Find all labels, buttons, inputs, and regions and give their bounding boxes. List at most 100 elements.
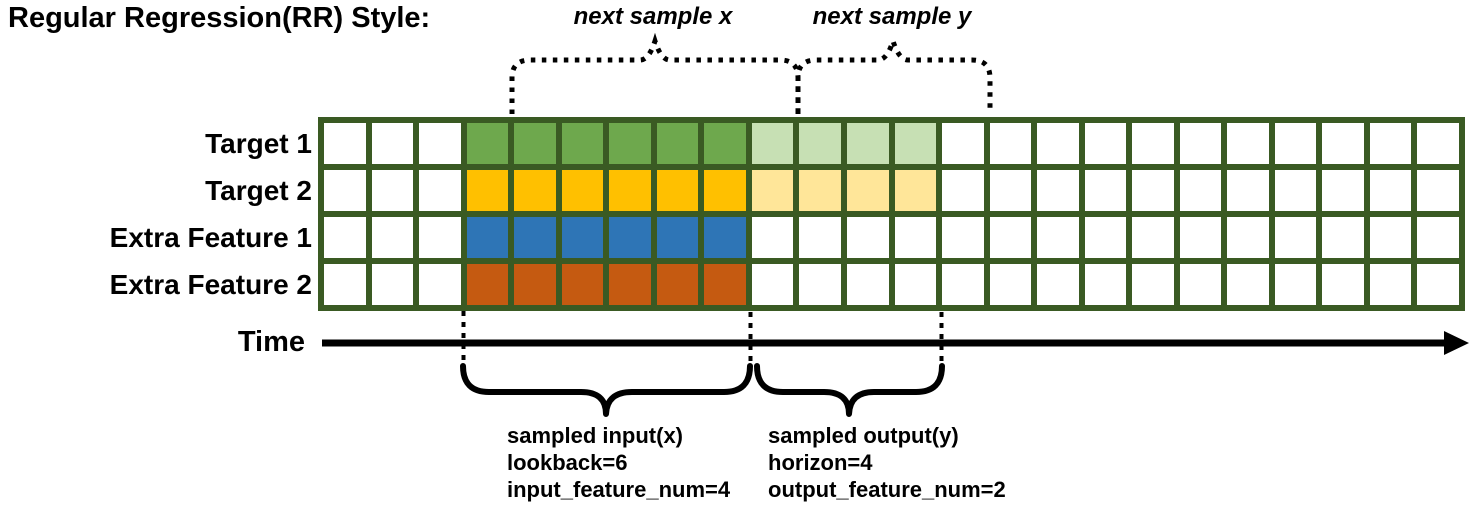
grid-cell	[561, 170, 604, 211]
grid-cell	[609, 123, 651, 164]
grid-cell	[609, 217, 651, 258]
sampled-input-brace	[460, 363, 753, 417]
grid-cell	[942, 217, 984, 258]
grid-cell	[751, 217, 794, 258]
sampled-input-text: sampled input(x) lookback=6 input_featur…	[507, 422, 730, 503]
grid-cell	[1322, 123, 1364, 164]
grid-cell	[514, 170, 556, 211]
grid-cell	[704, 170, 746, 211]
grid-cell	[704, 123, 746, 164]
grid-cell	[1132, 170, 1174, 211]
grid-cell	[1274, 123, 1317, 164]
grid-cell	[799, 264, 841, 305]
grid-cell	[751, 170, 794, 211]
grid-cell	[419, 170, 461, 211]
sampled-output-text: sampled output(y) horizon=4 output_featu…	[768, 422, 1006, 503]
grid-cell	[371, 264, 414, 305]
grid-cell	[894, 170, 937, 211]
grid-cell	[846, 170, 889, 211]
input-feature-num-value: input_feature_num=4	[507, 477, 731, 502]
next-sample-y-brace	[795, 32, 993, 114]
grid-cell	[561, 264, 604, 305]
grid-cell	[324, 170, 366, 211]
grid-cell	[1179, 123, 1222, 164]
grid-cell	[1227, 123, 1269, 164]
grid-cell	[1179, 217, 1222, 258]
diagram-title: Regular Regression(RR) Style:	[8, 2, 431, 34]
grid-cell	[1417, 123, 1459, 164]
next-sample-y-label: next sample y	[812, 3, 972, 30]
row-label-target-2: Target 2	[205, 174, 312, 206]
grid-cell	[466, 264, 509, 305]
grid-cell	[1037, 264, 1079, 305]
grid-cell	[1322, 217, 1364, 258]
grid-cell	[514, 217, 556, 258]
grid-cell	[1132, 264, 1174, 305]
grid-cell	[1037, 217, 1079, 258]
grid-cell	[942, 264, 984, 305]
grid-cell	[894, 217, 937, 258]
grid-cell	[371, 123, 414, 164]
grid-cell	[1132, 123, 1174, 164]
grid-cell	[656, 170, 699, 211]
grid-cell	[466, 170, 509, 211]
grid-cell	[1084, 170, 1127, 211]
grid-cell	[1369, 123, 1412, 164]
grid-cell	[1274, 170, 1317, 211]
grid-cell	[419, 217, 461, 258]
row-label-target-1: Target 1	[205, 127, 312, 159]
grid-cell	[1132, 217, 1174, 258]
grid-cell	[514, 264, 556, 305]
grid-cell	[894, 264, 937, 305]
grid-cell	[324, 123, 366, 164]
grid-cell	[466, 123, 509, 164]
grid-cell	[846, 264, 889, 305]
grid-cell	[799, 170, 841, 211]
grid-cell	[1227, 217, 1269, 258]
horizon-value: horizon=4	[768, 450, 873, 475]
next-sample-x-brace	[509, 32, 801, 114]
grid-cell	[1179, 170, 1222, 211]
grid-cell	[846, 123, 889, 164]
row-label-extra-feature-1: Extra Feature 1	[109, 221, 312, 253]
grid-cell	[751, 123, 794, 164]
grid-cell	[894, 123, 937, 164]
grid-cell	[1227, 170, 1269, 211]
grid-cell	[704, 217, 746, 258]
row-label-extra-feature-2: Extra Feature 2	[109, 268, 312, 300]
grid-cell	[1369, 170, 1412, 211]
timeline-grid	[318, 117, 1465, 311]
grid-cell	[942, 170, 984, 211]
grid-cell	[656, 217, 699, 258]
sampled-input-title: sampled input(x)	[507, 423, 684, 448]
grid-cell	[561, 217, 604, 258]
grid-cell	[989, 264, 1032, 305]
grid-cell	[514, 123, 556, 164]
sampled-output-brace	[754, 363, 945, 417]
time-axis-arrowhead	[1444, 331, 1469, 355]
grid-cell	[371, 217, 414, 258]
grid-cell	[1369, 217, 1412, 258]
grid-cell	[656, 264, 699, 305]
grid-cell	[324, 264, 366, 305]
grid-cell	[1274, 264, 1317, 305]
grid-cell	[466, 217, 509, 258]
grid-cell	[1037, 170, 1079, 211]
grid-cell	[1037, 123, 1079, 164]
grid-cell	[704, 264, 746, 305]
output-feature-num-value: output_feature_num=2	[768, 477, 1006, 502]
grid-cell	[1322, 170, 1364, 211]
grid-cell	[1417, 170, 1459, 211]
lookback-value: lookback=6	[507, 450, 628, 475]
grid-cell	[799, 217, 841, 258]
grid-cell	[371, 170, 414, 211]
time-axis-label: Time	[237, 326, 305, 358]
grid-cell	[751, 264, 794, 305]
grid-cell	[656, 123, 699, 164]
grid-cell	[1084, 217, 1127, 258]
grid-cell	[324, 217, 366, 258]
grid-cell	[989, 123, 1032, 164]
grid-cell	[1179, 264, 1222, 305]
grid-cell	[942, 123, 984, 164]
